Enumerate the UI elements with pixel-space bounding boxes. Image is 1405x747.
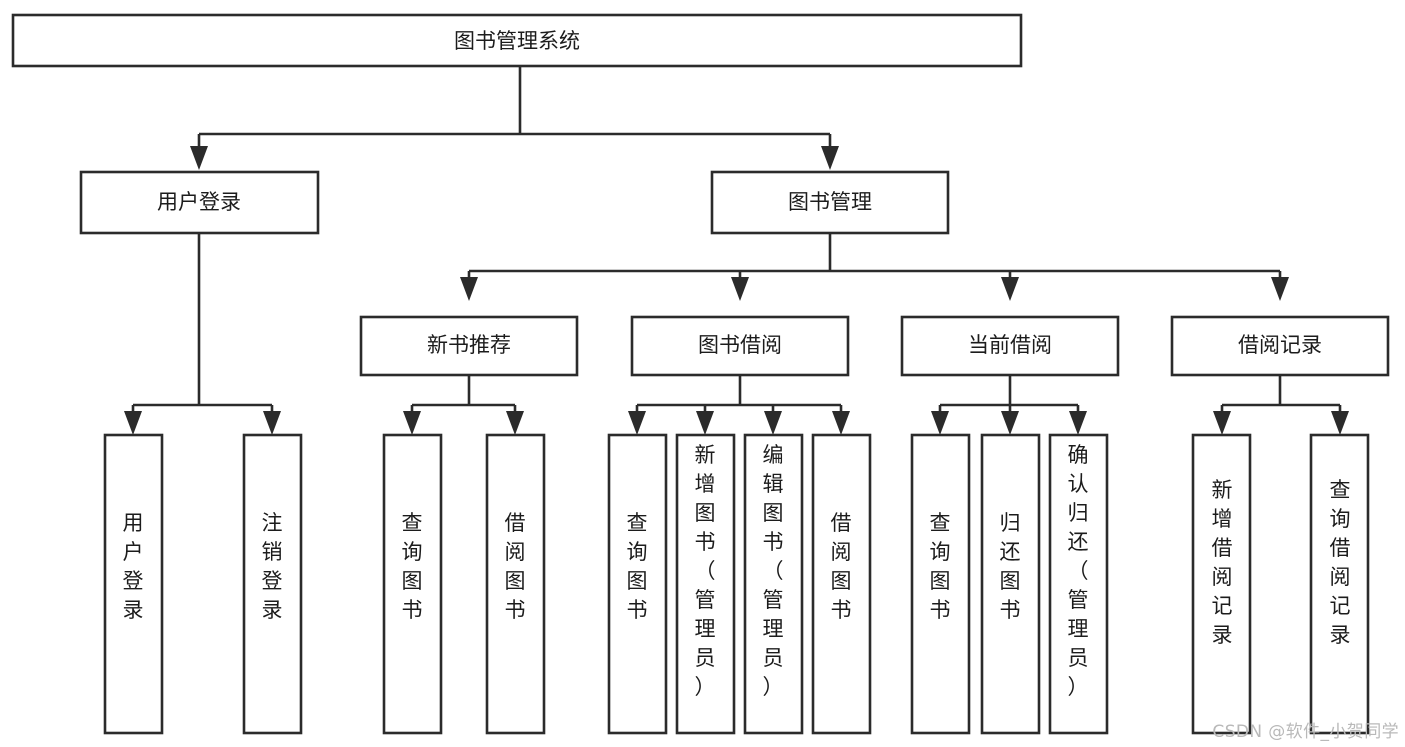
node-current-borrow[interactable]: 当前借阅	[900, 315, 1120, 377]
node-leaf-edit-book[interactable]: 编辑图书（管理员）	[743, 433, 804, 735]
node-leaf-query-book-1-box[interactable]	[382, 433, 443, 735]
node-user-login-label: 用户登录	[157, 190, 241, 214]
connectors-borrow-record-to-leaves	[1213, 375, 1349, 435]
node-root[interactable]: 图书管理系统	[11, 13, 1023, 68]
connectors-book-borrow-to-leaves	[628, 375, 850, 435]
connectors-user-login-to-leaves	[124, 233, 281, 435]
node-leaf-return-book-label: 归还图书	[1000, 511, 1021, 622]
node-leaf-query-book-3-label: 查询图书	[930, 511, 951, 622]
node-current-borrow-label: 当前借阅	[968, 333, 1052, 357]
node-leaf-user-logout-box[interactable]	[242, 433, 303, 735]
node-leaf-borrow-book-2[interactable]: 借阅图书	[811, 433, 872, 735]
arrow-to-leaf-user-login	[124, 411, 142, 435]
node-leaf-query-record-box[interactable]	[1309, 433, 1370, 735]
node-leaf-edit-book-label: 编辑图书（管理员）	[763, 443, 784, 699]
node-leaf-query-book-2-label: 查询图书	[627, 511, 648, 622]
arrow-to-leaf-query-book-3	[931, 411, 949, 435]
node-leaf-query-book-2-box[interactable]	[607, 433, 668, 735]
node-leaf-add-record-label: 新增借阅记录	[1212, 478, 1233, 647]
node-leaf-user-logout-label: 注销登录	[262, 511, 283, 622]
node-leaf-user-login-box[interactable]	[103, 433, 164, 735]
node-borrow-record-box[interactable]	[1170, 315, 1390, 377]
node-leaf-return-book[interactable]: 归还图书	[980, 433, 1041, 735]
arrow-to-leaf-user-logout	[263, 411, 281, 435]
node-new-book-recommend-box[interactable]	[359, 315, 579, 377]
node-leaf-add-book[interactable]: 新增图书（管理员）	[675, 433, 736, 735]
arrow-to-book-borrow	[731, 277, 749, 301]
arrow-to-leaf-edit-book	[764, 411, 782, 435]
connectors-current-borrow-to-leaves	[931, 375, 1087, 435]
node-book-borrow[interactable]: 图书借阅	[630, 315, 850, 377]
node-leaf-query-book-3[interactable]: 查询图书	[910, 433, 971, 735]
node-current-borrow-box[interactable]	[900, 315, 1120, 377]
node-leaf-query-record[interactable]: 查询借阅记录	[1309, 433, 1370, 735]
node-leaf-query-book-2[interactable]: 查询图书	[607, 433, 668, 735]
node-borrow-record[interactable]: 借阅记录	[1170, 315, 1390, 377]
node-leaf-query-book-3-box[interactable]	[910, 433, 971, 735]
node-new-book-recommend[interactable]: 新书推荐	[359, 315, 579, 377]
arrow-to-leaf-add-book	[696, 411, 714, 435]
arrow-to-leaf-query-book-1	[403, 411, 421, 435]
node-leaf-user-logout[interactable]: 注销登录	[242, 433, 303, 735]
arrow-to-leaf-confirm-return	[1069, 411, 1087, 435]
node-leaf-borrow-book-1-label: 借阅图书	[505, 511, 526, 622]
node-book-manage-label: 图书管理	[788, 190, 872, 214]
node-user-login-box[interactable]	[79, 170, 320, 235]
node-new-book-recommend-label: 新书推荐	[427, 333, 511, 357]
connectors-root-to-level2	[190, 66, 839, 170]
node-leaf-user-login-label: 用户登录	[123, 511, 144, 622]
node-leaf-query-record-label: 查询借阅记录	[1330, 478, 1351, 647]
csdn-watermark: CSDN @软件_小贺同学	[1212, 722, 1399, 742]
arrow-to-leaf-query-book-2	[628, 411, 646, 435]
node-leaf-add-record-box[interactable]	[1191, 433, 1252, 735]
node-borrow-record-label: 借阅记录	[1238, 333, 1322, 357]
arrow-root-to-book-manage	[821, 146, 839, 170]
node-leaf-borrow-book-2-label: 借阅图书	[831, 511, 852, 622]
node-leaf-confirm-return[interactable]: 确认归还（管理员）	[1048, 433, 1109, 735]
node-root-label: 图书管理系统	[454, 29, 580, 53]
arrow-to-leaf-return-book	[1001, 411, 1019, 435]
arrow-root-to-user-login	[190, 146, 208, 170]
node-leaf-confirm-return-label: 确认归还（管理员）	[1068, 443, 1089, 699]
node-book-manage-box[interactable]	[710, 170, 950, 235]
node-leaf-confirm-return-box[interactable]	[1048, 433, 1109, 735]
node-leaf-user-login[interactable]: 用户登录	[103, 433, 164, 735]
node-leaf-query-book-1[interactable]: 查询图书	[382, 433, 443, 735]
node-leaf-borrow-book-1[interactable]: 借阅图书	[485, 433, 546, 735]
node-leaf-add-record[interactable]: 新增借阅记录	[1191, 433, 1252, 735]
node-leaf-add-book-label: 新增图书（管理员）	[695, 443, 716, 699]
node-book-borrow-label: 图书借阅	[698, 333, 782, 357]
node-book-manage[interactable]: 图书管理	[710, 170, 950, 235]
arrow-to-leaf-add-record	[1213, 411, 1231, 435]
arrow-to-borrow-record	[1271, 277, 1289, 301]
arrow-to-leaf-borrow-book-2	[832, 411, 850, 435]
connectors-book-manage-to-level3	[460, 233, 1289, 301]
node-leaf-query-book-1-label: 查询图书	[402, 511, 423, 622]
connectors-new-book-recommend-to-leaves	[403, 375, 524, 435]
node-leaf-return-book-box[interactable]	[980, 433, 1041, 735]
node-user-login[interactable]: 用户登录	[79, 170, 320, 235]
arrow-to-leaf-borrow-book-1	[506, 411, 524, 435]
node-root-box[interactable]	[11, 13, 1023, 68]
node-book-borrow-box[interactable]	[630, 315, 850, 377]
node-leaf-borrow-book-1-box[interactable]	[485, 433, 546, 735]
arrow-to-current-borrow	[1001, 277, 1019, 301]
arrow-to-leaf-query-record	[1331, 411, 1349, 435]
node-leaf-borrow-book-2-box[interactable]	[811, 433, 872, 735]
node-leaf-add-book-box[interactable]	[675, 433, 736, 735]
node-leaf-edit-book-box[interactable]	[743, 433, 804, 735]
arrow-to-new-book-recommend	[460, 277, 478, 301]
